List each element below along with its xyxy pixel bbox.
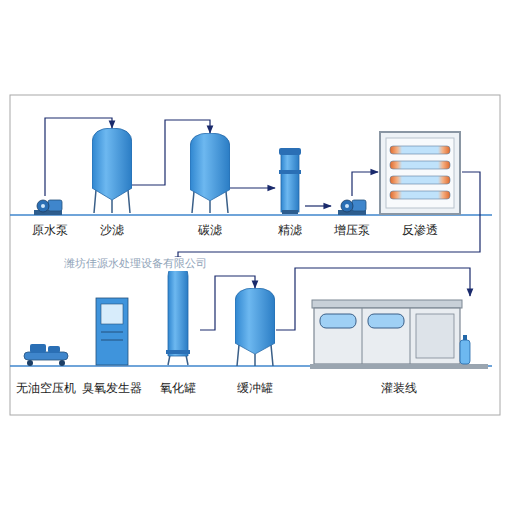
equipment-label: 沙滤 — [100, 222, 124, 238]
booster-pump — [338, 200, 366, 215]
reverse-osmosis-rack-part — [390, 191, 450, 199]
equipment-node: 臭氧发生器 — [79, 295, 145, 396]
pipe-connector — [276, 268, 470, 330]
equipment-node: 无油空压机 — [13, 340, 79, 396]
oxidation-tank-part — [168, 355, 188, 365]
filling-line-part — [460, 340, 470, 364]
equipment-label: 缓冲罐 — [237, 380, 273, 396]
reverse-osmosis-rack-part — [390, 176, 450, 184]
filling-line-part — [368, 314, 404, 328]
pipe-connector — [45, 118, 112, 196]
equipment-node: 灌装线 — [310, 296, 488, 396]
oxidation-tank-part — [168, 266, 188, 356]
sand-filter-tank-part — [92, 128, 132, 213]
oxidation-tank-part — [166, 350, 190, 354]
filling-line-part — [410, 308, 411, 364]
equipment-node: 精滤 — [275, 146, 305, 238]
carbon-filter-tank-part — [190, 133, 230, 213]
precision-filter-part — [279, 170, 301, 174]
pipe-connector — [132, 120, 210, 185]
equipment-node: 原水泵 — [29, 196, 71, 238]
filling-line-part — [310, 364, 488, 369]
watermark: 潍坊佳源水处理设备有限公司 — [62, 257, 209, 271]
filling-line-part — [463, 335, 467, 340]
ozone-generator-part — [96, 298, 128, 365]
filling-line-part — [362, 308, 363, 364]
filling-line-part — [320, 314, 356, 328]
oil-free-compressor-part — [59, 360, 65, 366]
buffer-tank-part — [235, 288, 275, 366]
ozone-generator-part — [101, 304, 123, 324]
equipment-label: 反渗透 — [402, 222, 438, 238]
raw-water-pump-part — [48, 200, 62, 211]
ozone-generator — [96, 298, 128, 365]
pipe-connector — [352, 172, 378, 196]
floor-line — [10, 215, 492, 366]
reverse-osmosis-rack-part — [390, 161, 450, 169]
reverse-osmosis-rack-part — [380, 132, 460, 214]
reverse-osmosis-rack — [380, 132, 460, 214]
equipment-label: 无油空压机 — [16, 380, 76, 396]
oil-free-compressor-part — [48, 346, 60, 353]
booster-pump-part — [352, 200, 366, 211]
ozone-generator-part — [101, 340, 123, 341]
equipment-node: 增压泵 — [331, 196, 373, 238]
oil-free-compressor-part — [24, 352, 68, 360]
equipment-node: 反渗透 — [378, 130, 462, 238]
oil-free-compressor-part — [30, 344, 46, 353]
equipment-label: 灌装线 — [381, 380, 417, 396]
equipment-label: 氧化罐 — [160, 380, 196, 396]
equipment-node: 碳滤 — [190, 133, 230, 238]
raw-water-pump-part — [41, 204, 45, 208]
oil-free-compressor — [24, 344, 68, 366]
precision-filter-part — [281, 152, 299, 212]
pipe-connector — [230, 187, 275, 188]
equipment-label: 原水泵 — [32, 222, 68, 238]
equipment-label: 臭氧发生器 — [82, 380, 142, 396]
buffer-tank — [235, 288, 275, 366]
filling-line-part — [312, 300, 462, 308]
filling-line-part — [416, 314, 454, 358]
sand-filter-tank — [92, 128, 132, 213]
filling-line-part — [314, 308, 460, 364]
pipe-connector — [200, 276, 255, 330]
equipment-node: 缓冲罐 — [234, 288, 276, 396]
pipe-connector — [305, 205, 331, 206]
precision-filter-part — [282, 210, 298, 214]
pipe-connector — [178, 172, 480, 264]
frame-part — [10, 95, 500, 415]
equipment-node: 氧化罐 — [156, 264, 200, 396]
equipment-label: 碳滤 — [198, 222, 222, 238]
ozone-generator-part — [101, 332, 123, 333]
reverse-osmosis-rack-part — [390, 146, 450, 154]
booster-pump-part — [345, 204, 349, 208]
reverse-osmosis-rack-part — [386, 138, 454, 208]
raw-water-pump — [34, 200, 62, 215]
equipment-label: 增压泵 — [334, 222, 370, 238]
raw-water-pump-part — [37, 200, 49, 212]
precision-filter — [279, 148, 301, 214]
precision-filter-part — [279, 148, 301, 155]
frame — [10, 95, 500, 415]
filling-line — [310, 300, 488, 369]
equipment-label: 精滤 — [278, 222, 302, 238]
equipment-node: 沙滤 — [92, 128, 132, 238]
carbon-filter-tank — [190, 133, 230, 213]
oxidation-tank — [166, 266, 190, 365]
oil-free-compressor-part — [27, 360, 33, 366]
booster-pump-part — [341, 200, 353, 212]
